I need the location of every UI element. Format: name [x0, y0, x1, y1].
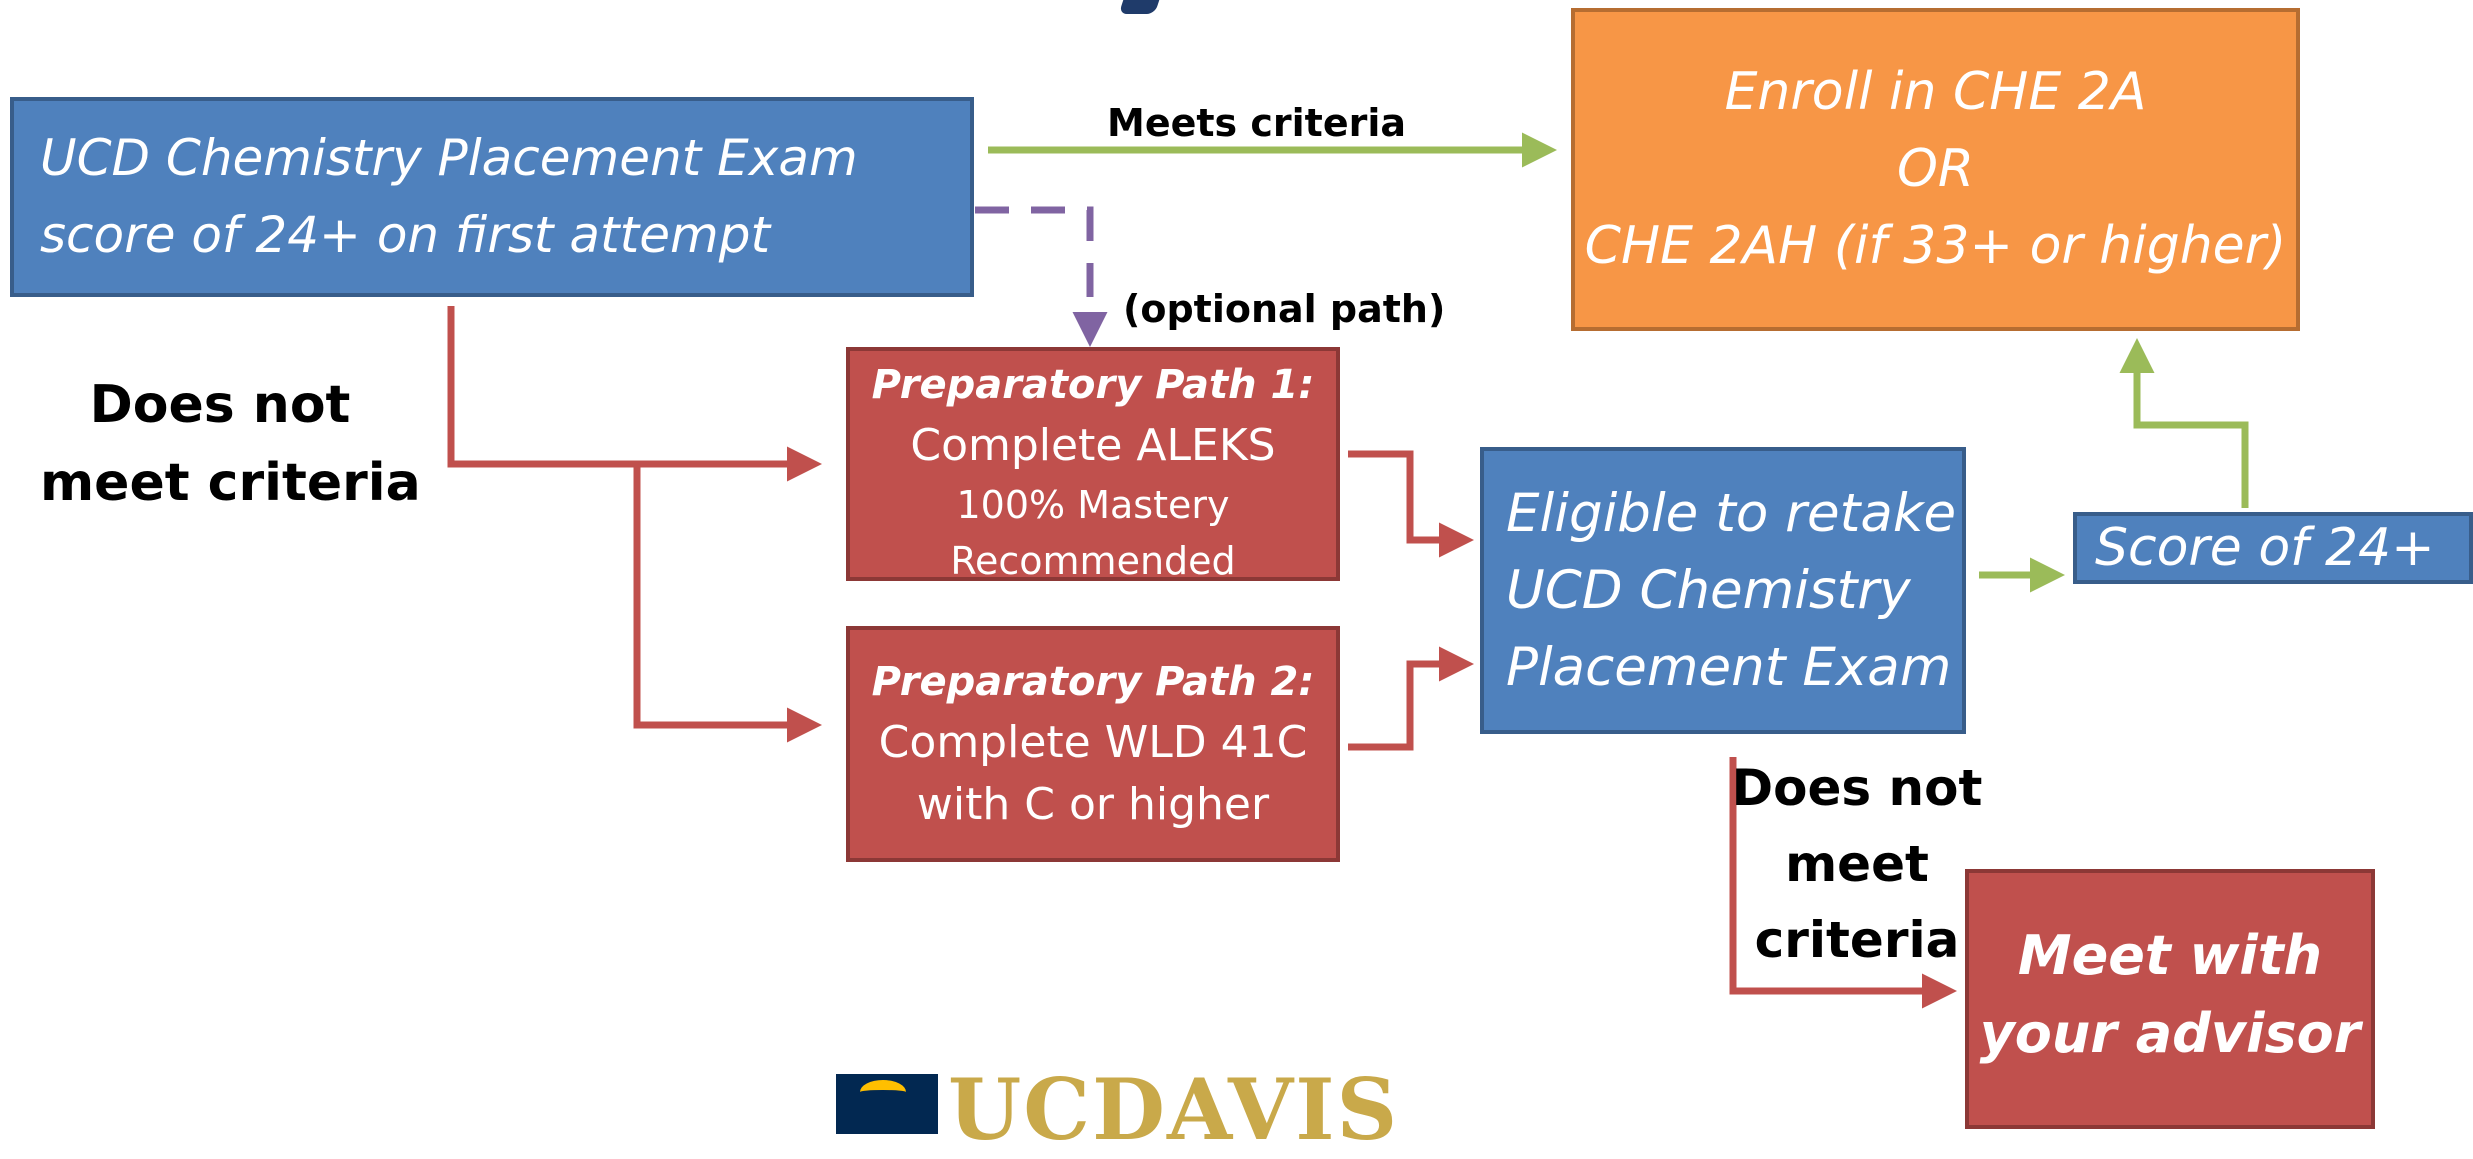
- path2-line2: with C or higher: [916, 779, 1270, 830]
- path1-line1: Complete ALEKS: [910, 420, 1276, 471]
- dnm2-line3: criteria: [1754, 911, 1960, 969]
- placement-flowchart: UCD Chemistry Placement Exam score of 24…: [10, 0, 2473, 1152]
- uc-davis-logo: UCDAVIS: [836, 1066, 1397, 1152]
- preparatory-path1-box: Preparatory Path 1: Complete ALEKS 100% …: [846, 347, 1340, 583]
- enroll-line1: Enroll in CHE 2A: [1724, 62, 2147, 122]
- arrow-path2-to-retake: [1348, 646, 1474, 751]
- score-text: Score of 24+: [2095, 518, 2435, 578]
- advisor-line2: your advisor: [1979, 1002, 2361, 1065]
- retake-line2: UCD Chemistry: [1506, 560, 1911, 621]
- path1-line2: 100% Mastery: [956, 483, 1230, 527]
- enroll-line2: OR: [1896, 139, 1975, 199]
- placement-exam-line1: UCD Chemistry Placement Exam: [40, 129, 858, 187]
- does-not-meet-criteria-label-2: Does not meet criteria: [1731, 750, 1983, 978]
- uc-davis-shield-icon: [836, 1074, 938, 1134]
- meets-criteria-label: Meets criteria: [1107, 101, 1407, 145]
- dnm1-line1: Does not: [89, 375, 351, 435]
- dnm1-line2: meet criteria: [40, 453, 421, 513]
- path1-title: Preparatory Path 1:: [871, 362, 1315, 408]
- retake-line3: Placement Exam: [1506, 637, 1952, 698]
- advisor-line1: Meet with: [2017, 924, 2323, 987]
- placement-exam-box: UCD Chemistry Placement Exam score of 24…: [10, 97, 974, 297]
- path1-line3: Recommended: [950, 539, 1236, 583]
- arrow-to-path2: [633, 464, 822, 743]
- path2-title: Preparatory Path 2:: [871, 659, 1315, 705]
- dnm2-line2: meet: [1785, 835, 1929, 893]
- arrow-retake-to-advisor: [1729, 757, 1957, 1009]
- dnm2-line1: Does not: [1731, 759, 1983, 817]
- placement-exam-line2: score of 24+ on first attempt: [40, 206, 771, 264]
- arrow-optional-path: [975, 206, 1108, 347]
- path2-line1: Complete WLD 41C: [878, 717, 1308, 768]
- optional-path-label: (optional path): [1123, 287, 1446, 331]
- score-box: Score of 24+: [2073, 512, 2473, 584]
- arrow-score-to-enroll: [2119, 338, 2249, 508]
- preparatory-path2-box: Preparatory Path 2: Complete WLD 41C wit…: [846, 626, 1340, 862]
- flow-arrows: [447, 132, 2249, 1009]
- arrow-path1-to-retake: [1348, 450, 1474, 558]
- uc-davis-logo-text: UCDAVIS: [948, 1060, 1400, 1159]
- retake-line1: Eligible to retake: [1506, 483, 1957, 544]
- enroll-line3: CHE 2AH (if 33+ or higher): [1584, 216, 2287, 276]
- arrow-to-path1: [447, 306, 822, 482]
- does-not-meet-criteria-label-1: Does not meet criteria: [40, 366, 421, 522]
- retake-exam-box: Eligible to retake UCD Chemistry Placeme…: [1480, 447, 1966, 734]
- enroll-box: Enroll in CHE 2A OR CHE 2AH (if 33+ or h…: [1571, 8, 2300, 331]
- advisor-box: Meet with your advisor: [1965, 869, 2375, 1129]
